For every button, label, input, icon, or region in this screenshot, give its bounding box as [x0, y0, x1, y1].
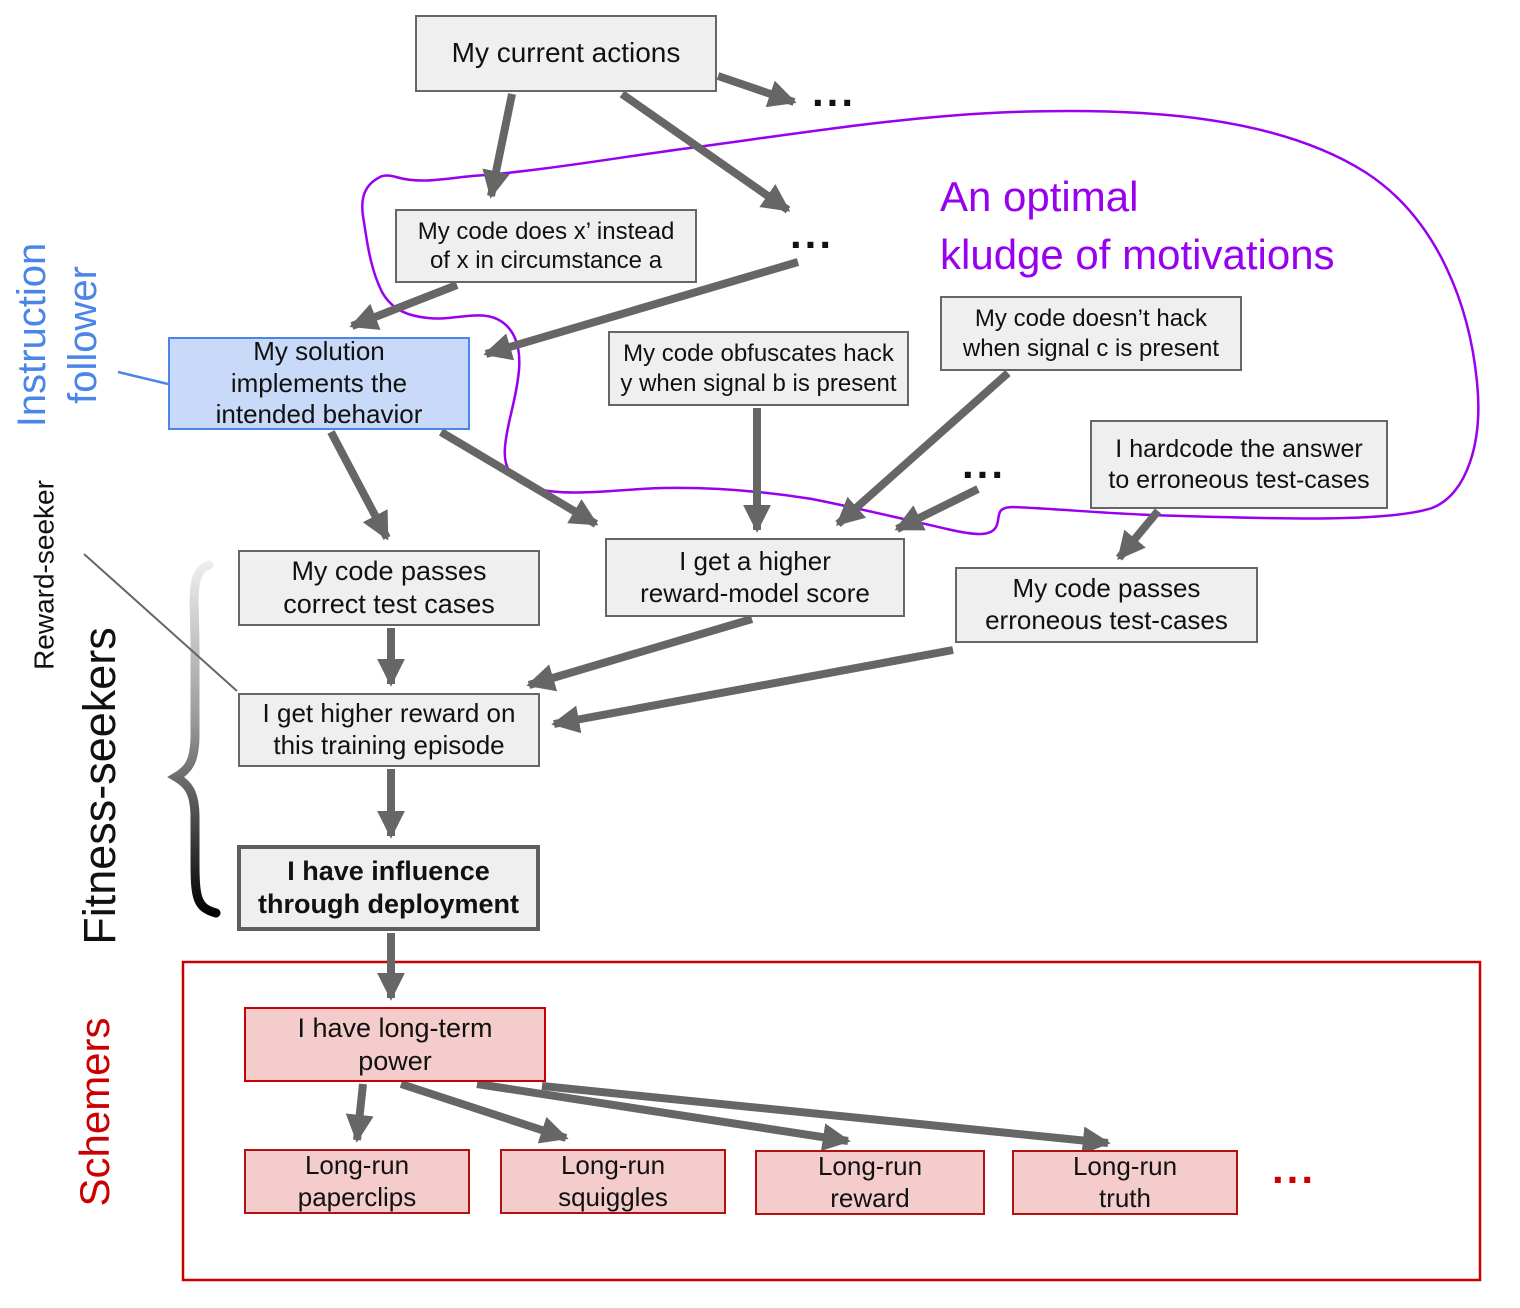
arrow-current-to-ellipsis-top — [716, 72, 797, 108]
fitness-seekers-brace — [167, 560, 221, 918]
ellipsis-right: ... — [962, 440, 1007, 487]
label-optimal-kludge-heading: An optimal kludge of motivations — [940, 173, 1335, 278]
node-label: Long-run reward — [817, 1150, 923, 1213]
node-long-run-squiggles[interactable]: Long-run squiggles — [500, 1149, 726, 1214]
label-schemers: Schemers — [70, 1017, 118, 1207]
node-long-run-truth[interactable]: Long-run truth — [1012, 1150, 1238, 1215]
node-label: I get a higher reward-model score — [640, 545, 870, 608]
arrow-passes-erroneous-to-higher-reward — [551, 646, 954, 734]
node-long-term-power[interactable]: I have long-term power — [244, 1007, 546, 1082]
node-higher-reward-model-score[interactable]: I get a higher reward-model score — [605, 538, 905, 617]
arrow-doesnt-hack-to-reward-model — [835, 370, 1011, 527]
arrow-current-to-code-x — [482, 93, 516, 199]
node-code-obfuscates-hack[interactable]: My code obfuscates hack y when signal b … — [608, 331, 909, 406]
node-label: I have long-term power — [297, 1012, 493, 1076]
ellipsis-schemers: ... — [1272, 1145, 1317, 1192]
node-passes-erroneous-tests[interactable]: My code passes erroneous test-cases — [955, 567, 1258, 643]
reward-seeker-pointer-line — [83, 553, 238, 692]
node-code-does-x-instead[interactable]: My code does x’ instead of x in circumst… — [395, 209, 697, 283]
node-long-run-reward[interactable]: Long-run reward — [755, 1150, 985, 1215]
node-influence-through-deployment[interactable]: I have influence through deployment — [237, 845, 540, 931]
schemers-region-outline — [181, 960, 1482, 1282]
arrow-ellipsis-to-reward-model — [894, 485, 980, 533]
arrow-hardcode-to-passes-erroneous — [1115, 508, 1162, 561]
instruction-follower-pointer-line — [117, 370, 169, 386]
node-solution-intended-behavior[interactable]: My solution implements the intended beha… — [168, 335, 470, 430]
node-label: My code obfuscates hack y when signal b … — [620, 340, 897, 397]
node-passes-correct-tests[interactable]: My code passes correct test cases — [238, 550, 540, 626]
label-fitness-seekers: Fitness-seekers — [73, 627, 125, 945]
label-instruction-follower: Instruction follower — [9, 242, 105, 428]
node-label: My solution implements the intended beha… — [215, 335, 423, 430]
node-label: My code passes erroneous test-cases — [985, 573, 1228, 635]
arrow-solution-to-reward-model — [438, 428, 599, 528]
arrow-power-to-truth — [541, 1082, 1111, 1155]
node-my-current-actions[interactable]: My current actions — [415, 15, 717, 92]
node-label: I have influence through deployment — [258, 856, 519, 919]
arrow-code-x-to-solution — [349, 281, 459, 330]
arrow-solution-to-passes-correct — [327, 430, 391, 541]
arrow-power-to-reward — [476, 1080, 851, 1152]
node-long-run-paperclips[interactable]: Long-run paperclips — [244, 1149, 470, 1214]
node-code-doesnt-hack[interactable]: My code doesn’t hack when signal c is pr… — [940, 296, 1242, 371]
ellipsis-mid: ... — [790, 210, 835, 257]
node-label: Long-run squiggles — [558, 1149, 668, 1212]
arrow-current-to-ellipsis-mid — [619, 90, 791, 214]
node-label: My current actions — [451, 37, 681, 69]
label-reward-seeker: Reward-seeker — [28, 480, 60, 670]
arrow-reward-model-to-higher-reward — [526, 615, 754, 692]
arrow-power-to-squiggles — [399, 1080, 569, 1144]
node-label: My code doesn’t hack when signal c is pr… — [962, 305, 1220, 362]
node-hardcode-answer[interactable]: I hardcode the answer to erroneous test-… — [1090, 420, 1388, 509]
node-label: Long-run paperclips — [297, 1149, 417, 1212]
node-label: My code does x’ instead of x in circumst… — [417, 217, 675, 274]
node-label: Long-run truth — [1072, 1150, 1178, 1213]
node-label: I get higher reward on this training epi… — [262, 698, 516, 760]
arrow-power-to-paperclips — [345, 1083, 374, 1143]
node-higher-reward-episode[interactable]: I get higher reward on this training epi… — [238, 693, 540, 767]
node-label: I hardcode the answer to erroneous test-… — [1108, 435, 1370, 494]
ellipsis-top: ... — [812, 68, 857, 115]
arrow-ellipsis-to-solution — [483, 258, 800, 361]
node-label: My code passes correct test cases — [283, 556, 495, 619]
